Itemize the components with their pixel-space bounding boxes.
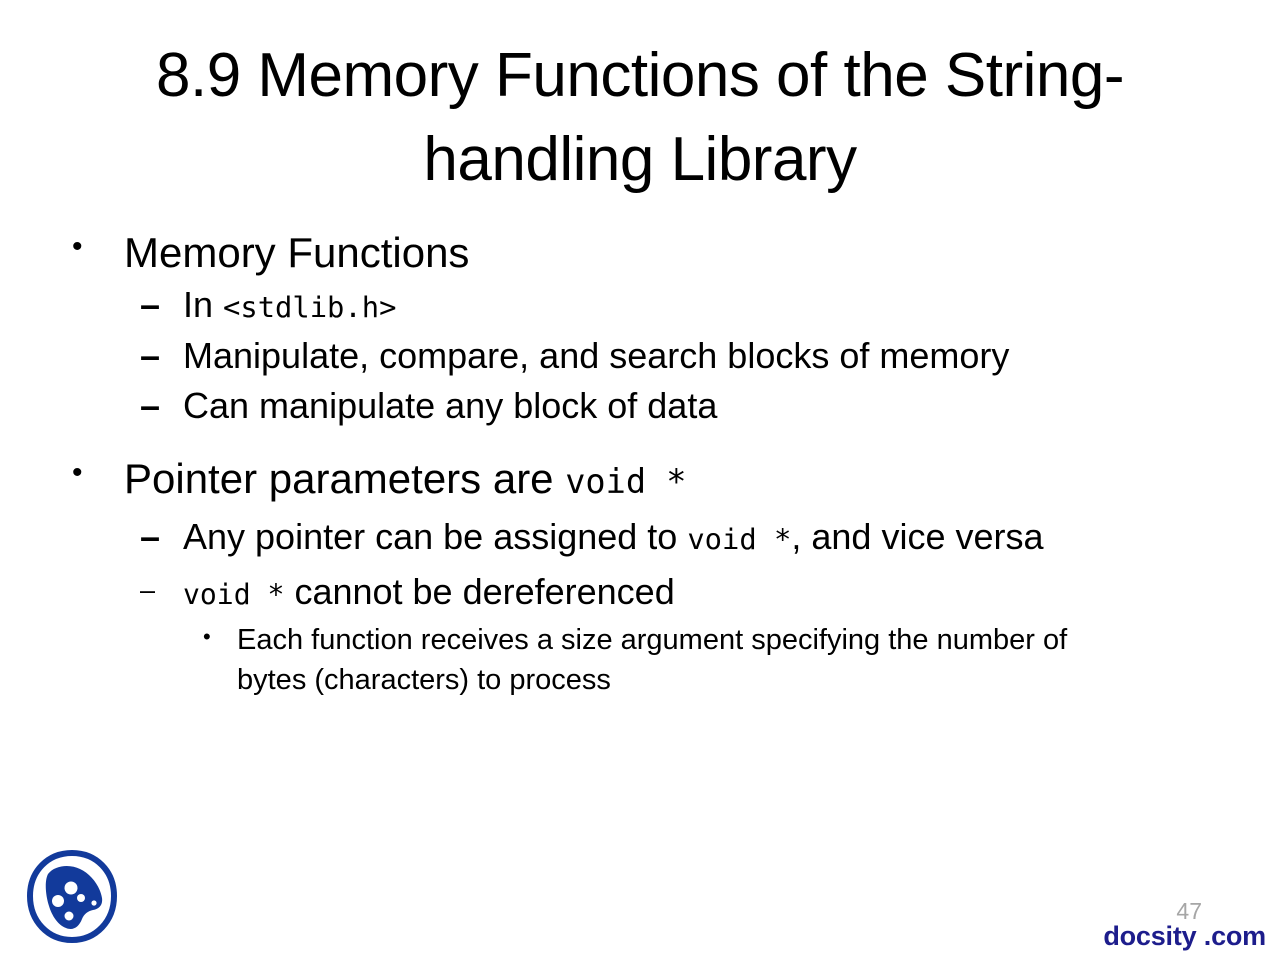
bullet-item-size-argument: • Each function receives a size argument… — [0, 621, 1280, 699]
page-number: 47 — [1176, 898, 1202, 924]
bullet-text: In <stdlib.h> — [183, 282, 1280, 329]
bullet-text: Any pointer can be assigned to void *, a… — [183, 514, 1280, 561]
bullet-glyph-level1: • — [72, 456, 83, 490]
text-segment: cannot be dereferenced — [284, 570, 675, 612]
bullet-item-memory-functions: • Memory Functions — [0, 226, 1280, 280]
bullet-item-any-pointer-assigned: – Any pointer can be assigned to void *,… — [0, 514, 1280, 561]
code-token-void-pointer: void * — [565, 462, 687, 502]
bullet-glyph-level3: • — [203, 624, 211, 650]
bullet-glyph-level2: – — [140, 574, 156, 605]
bullet-glyph-level1: • — [72, 230, 83, 263]
code-token-void-pointer: void * — [183, 577, 285, 611]
code-token-void-pointer: void * — [687, 521, 792, 556]
bullet-item-void-cannot-dereference: – void * cannot be dereferenced — [0, 569, 1280, 616]
bullet-text: void * cannot be dereferenced — [183, 569, 1280, 616]
bullet-text: Memory Functions — [124, 229, 470, 276]
text-segment: In — [183, 283, 224, 325]
slide-title: 8.9 Memory Functions of the String-handl… — [155, 41, 1125, 195]
bullet-item-manipulate-any-block: – Can manipulate any block of data — [0, 383, 1280, 430]
slide-body: • Memory Functions – In <stdlib.h> – Man… — [0, 226, 1280, 700]
bullet-glyph-level2: – — [140, 283, 161, 325]
bullet-item-manipulate-compare-search: – Manipulate, compare, and search blocks… — [0, 333, 1280, 380]
bullet-item-in-stdlib: – In <stdlib.h> — [0, 282, 1280, 329]
bullet-item-pointer-parameters: • Pointer parameters are void * — [0, 452, 1280, 506]
bullet-text: Each function receives a size argument s… — [237, 624, 1068, 696]
bullet-glyph-level2: – — [140, 515, 161, 557]
brand-watermark: docsity .com — [1103, 921, 1266, 951]
bullet-text: Can manipulate any block of data — [183, 385, 718, 427]
code-token-stdlib-header: <stdlib.h> — [223, 289, 397, 324]
docsity-logo — [24, 848, 120, 946]
text-segment: Pointer parameters are — [124, 455, 566, 503]
text-segment: Any pointer can be assigned to — [183, 515, 688, 557]
bullet-glyph-level2: – — [140, 334, 161, 376]
text-segment: , and vice versa — [791, 515, 1044, 557]
bullet-text: Manipulate, compare, and search blocks o… — [183, 334, 1010, 376]
bullet-glyph-level2: – — [140, 385, 161, 427]
bullet-text: Pointer parameters are void * — [124, 452, 1280, 506]
